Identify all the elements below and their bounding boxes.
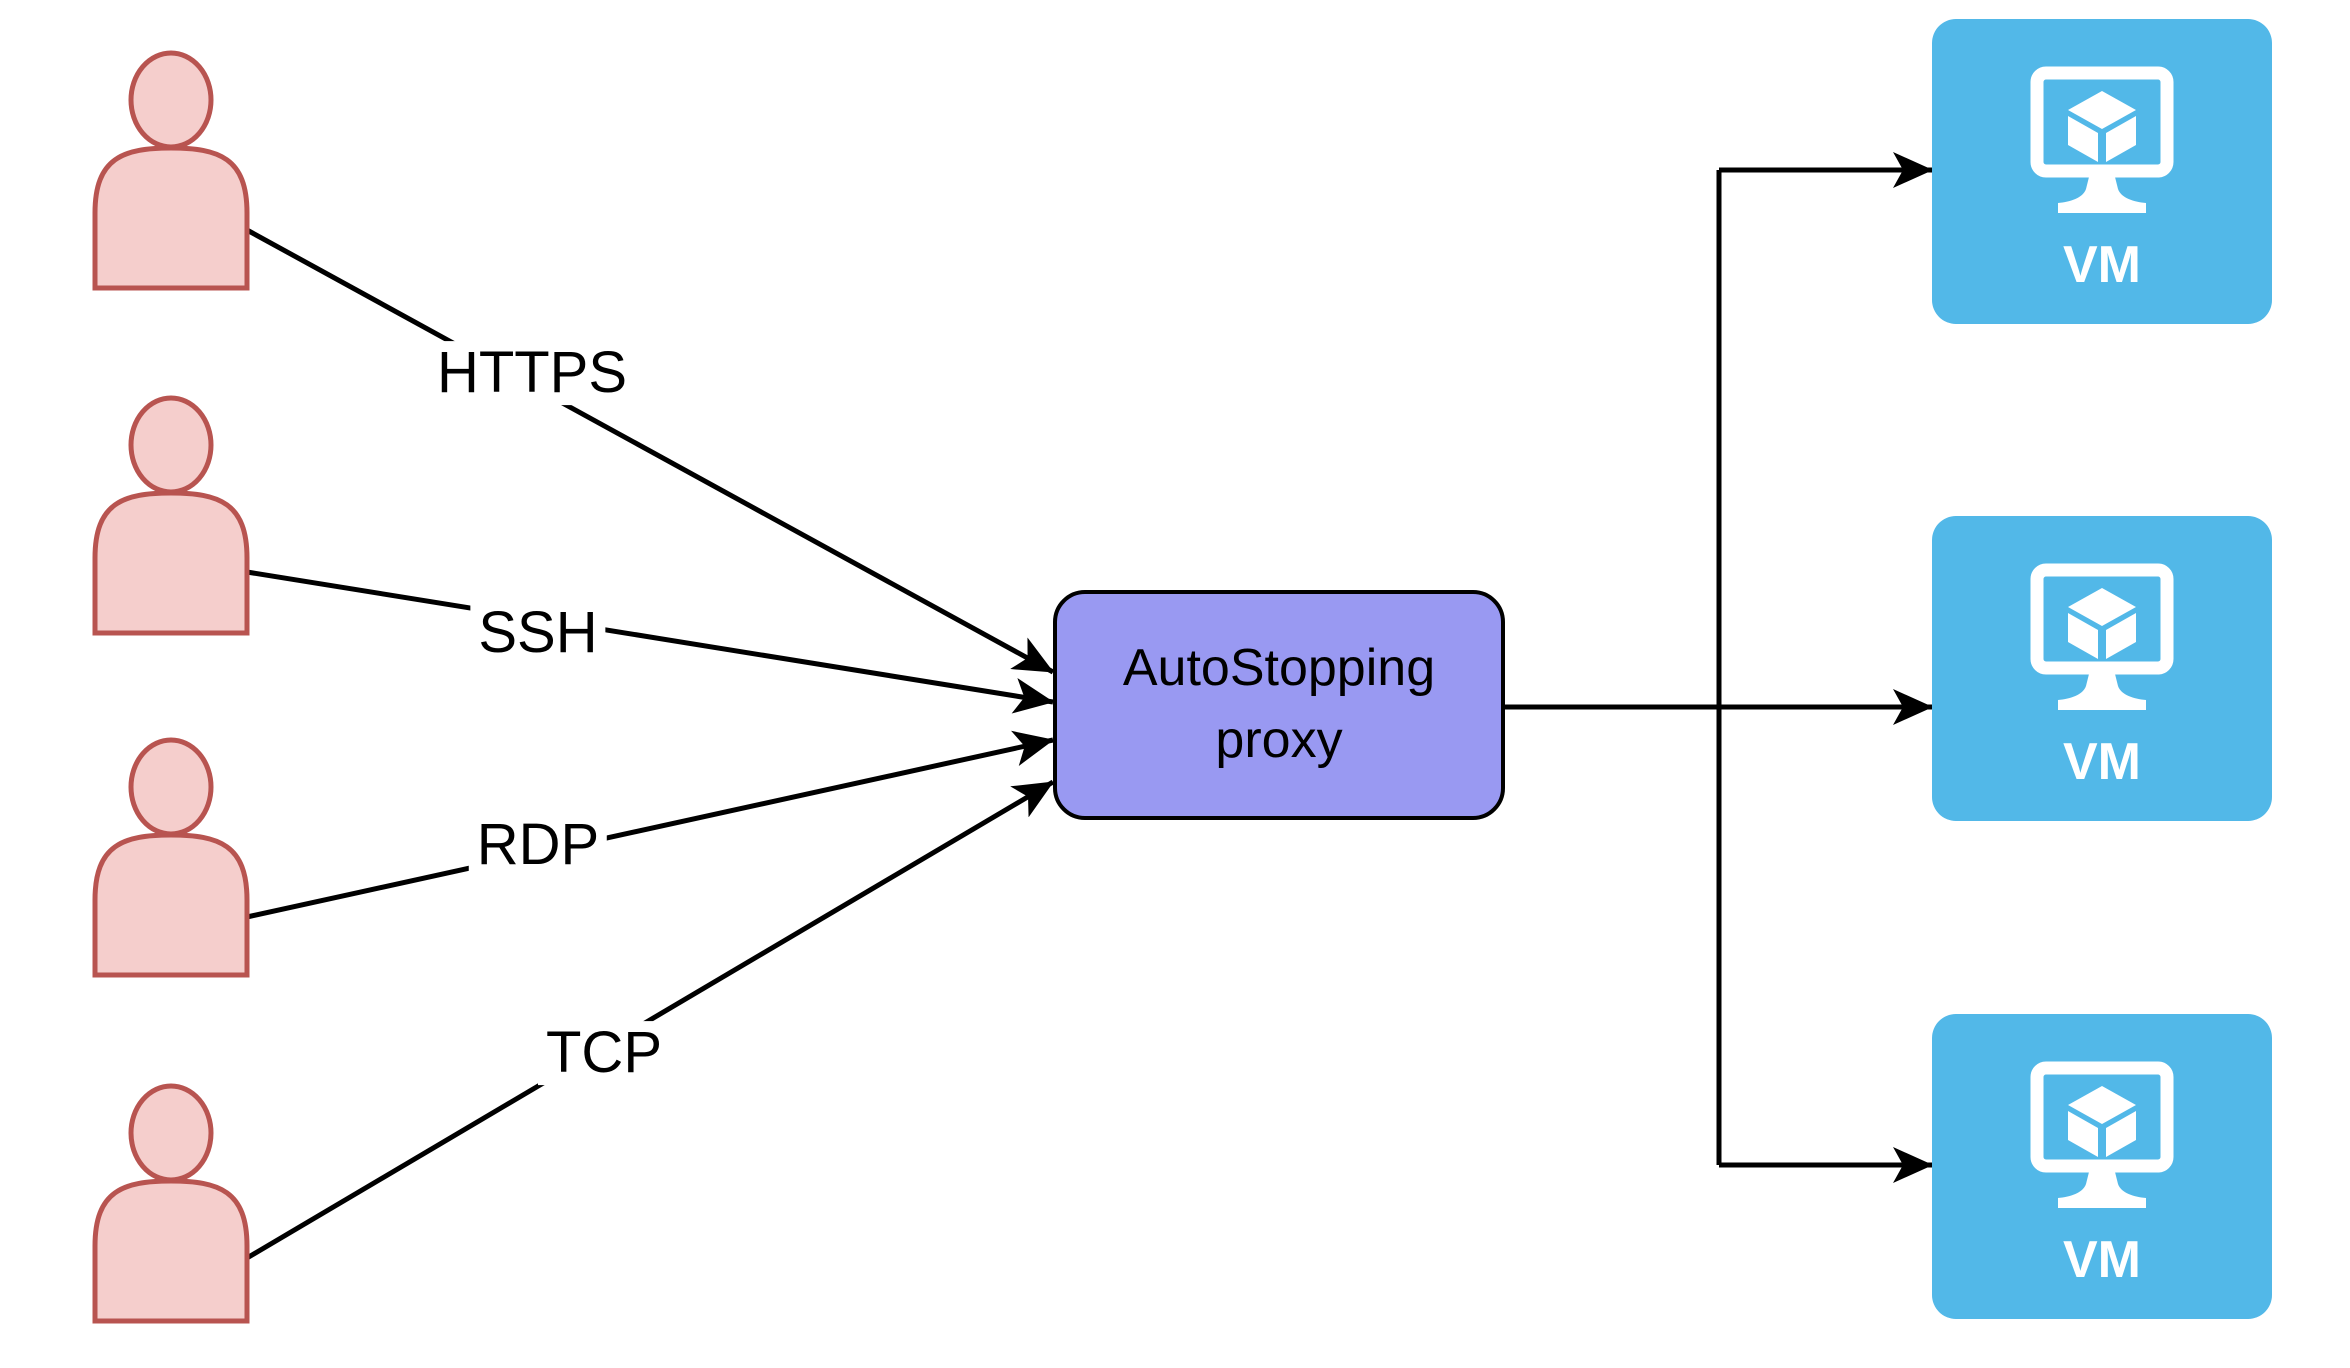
- user-icon-2: [95, 398, 247, 633]
- vm-monitor-icon: [2030, 1061, 2174, 1208]
- edge-label-ssh: SSH: [470, 601, 606, 665]
- edge-ssh-line: [246, 569, 1054, 714]
- vm-label: VM: [2063, 236, 2141, 294]
- edge-rdp-line: [246, 730, 1054, 920]
- edge-label-rdp: RDP: [468, 813, 608, 877]
- edge-tcp-line: [245, 779, 1055, 1261]
- user-icon-4: [95, 1086, 247, 1321]
- autostopping-proxy-node: AutoStopping proxy: [1053, 590, 1505, 820]
- edge-label-https: HTTPS: [428, 341, 636, 405]
- edge-label-tcp: TCP: [538, 1021, 670, 1085]
- proxy-label-line1: AutoStopping: [1122, 639, 1436, 698]
- vm-monitor-icon: [2030, 563, 2174, 710]
- vm-node-top: VM: [1932, 19, 2272, 324]
- vm-label: VM: [2063, 733, 2141, 791]
- user-icon-1: [95, 53, 247, 288]
- edge-https-line: [245, 227, 1055, 675]
- vm-node-bottom: VM: [1932, 1014, 2272, 1319]
- user-icon-3: [95, 740, 247, 975]
- proxy-label-line2: proxy: [1215, 711, 1343, 769]
- vm-monitor-icon: [2030, 66, 2174, 213]
- vm-node-middle: VM: [1932, 516, 2272, 821]
- vm-label: VM: [2063, 1231, 2141, 1289]
